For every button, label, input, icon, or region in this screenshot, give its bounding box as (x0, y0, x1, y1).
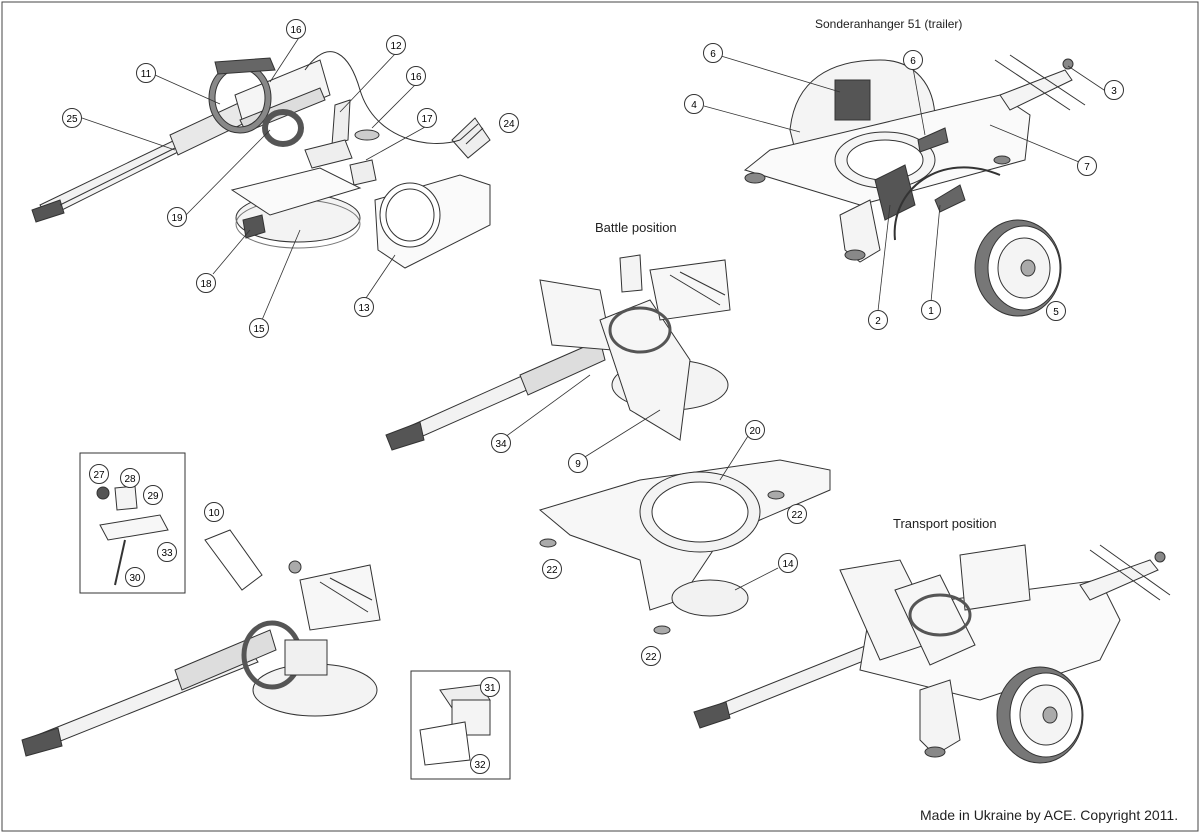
callout-6b: 6 (903, 50, 923, 70)
svg-text:34: 34 (495, 439, 507, 450)
callout-31: 31 (480, 677, 500, 697)
battle-position-gun (385, 254, 731, 451)
callout-34: 34 (491, 433, 511, 453)
detail-inset-27-33 (79, 452, 186, 594)
svg-text:10: 10 (208, 508, 220, 519)
svg-text:12: 12 (390, 41, 402, 52)
svg-text:4: 4 (691, 100, 697, 111)
callout-17: 17 (417, 108, 437, 128)
callout-27: 27 (89, 464, 109, 484)
callout-3: 3 (1104, 80, 1124, 100)
callouts: 16 11 25 12 16 17 24 19 18 15 13 6 6 4 3… (62, 19, 1124, 774)
callout-10: 10 (204, 502, 224, 522)
cruciform-base (538, 459, 831, 635)
callout-12: 12 (386, 35, 406, 55)
svg-text:20: 20 (749, 426, 761, 437)
svg-text:11: 11 (141, 69, 152, 80)
svg-text:15: 15 (253, 324, 265, 335)
battle-position-title: Battle position (595, 220, 677, 235)
svg-text:5: 5 (1053, 307, 1059, 318)
svg-text:30: 30 (129, 573, 141, 584)
callout-25: 25 (62, 108, 82, 128)
callout-14: 14 (778, 553, 798, 573)
leader-lines (81, 35, 1108, 591)
copyright-notice: Made in Ukraine by ACE. Copyright 2011. (920, 807, 1179, 823)
svg-text:27: 27 (93, 470, 105, 481)
svg-text:13: 13 (358, 303, 370, 314)
trailer-title: Sonderanhanger 51 (trailer) (815, 17, 963, 31)
callout-4: 4 (684, 94, 704, 114)
callout-11: 11 (136, 63, 156, 83)
svg-text:14: 14 (782, 559, 794, 570)
callout-1: 1 (921, 300, 941, 320)
svg-text:22: 22 (791, 510, 803, 521)
svg-text:32: 32 (474, 760, 486, 771)
trailer-assembly (743, 54, 1086, 317)
callout-7: 7 (1077, 156, 1097, 176)
svg-text:16: 16 (410, 72, 422, 83)
callout-18: 18 (196, 273, 216, 293)
callout-29: 29 (143, 485, 163, 505)
transport-position-title: Transport position (893, 516, 997, 531)
svg-text:1: 1 (928, 306, 934, 317)
callout-20: 20 (745, 420, 765, 440)
callout-16b: 16 (406, 66, 426, 86)
svg-text:3: 3 (1111, 86, 1117, 97)
svg-text:6: 6 (910, 56, 916, 67)
callout-2: 2 (868, 310, 888, 330)
callout-22a: 22 (787, 504, 807, 524)
svg-text:24: 24 (503, 119, 515, 130)
callout-13: 13 (354, 297, 374, 317)
svg-text:22: 22 (645, 652, 657, 663)
callout-5: 5 (1046, 301, 1066, 321)
callout-9: 9 (568, 453, 588, 473)
callout-32: 32 (470, 754, 490, 774)
callout-19: 19 (167, 207, 187, 227)
transport-position-gun (693, 544, 1171, 764)
svg-text:29: 29 (147, 491, 159, 502)
callout-22b: 22 (542, 559, 562, 579)
svg-text:16: 16 (290, 25, 302, 36)
gun-on-mount (21, 529, 381, 757)
svg-text:33: 33 (161, 548, 173, 559)
callout-33: 33 (157, 542, 177, 562)
exploded-gun-assembly (31, 51, 491, 269)
callout-24: 24 (499, 113, 519, 133)
callout-22c: 22 (641, 646, 661, 666)
svg-text:9: 9 (575, 459, 581, 470)
svg-text:19: 19 (171, 213, 183, 224)
callout-15: 15 (249, 318, 269, 338)
svg-text:2: 2 (875, 316, 881, 327)
svg-text:6: 6 (710, 49, 716, 60)
svg-text:25: 25 (66, 114, 78, 125)
svg-text:18: 18 (200, 279, 212, 290)
svg-text:22: 22 (546, 565, 558, 576)
callout-16a: 16 (286, 19, 306, 39)
svg-text:7: 7 (1084, 162, 1090, 173)
svg-text:17: 17 (421, 114, 433, 125)
detail-inset-31-32 (410, 670, 511, 780)
callout-28: 28 (120, 468, 140, 488)
svg-text:31: 31 (484, 683, 496, 694)
svg-text:28: 28 (124, 474, 136, 485)
callout-6a: 6 (703, 43, 723, 63)
callout-30: 30 (125, 567, 145, 587)
